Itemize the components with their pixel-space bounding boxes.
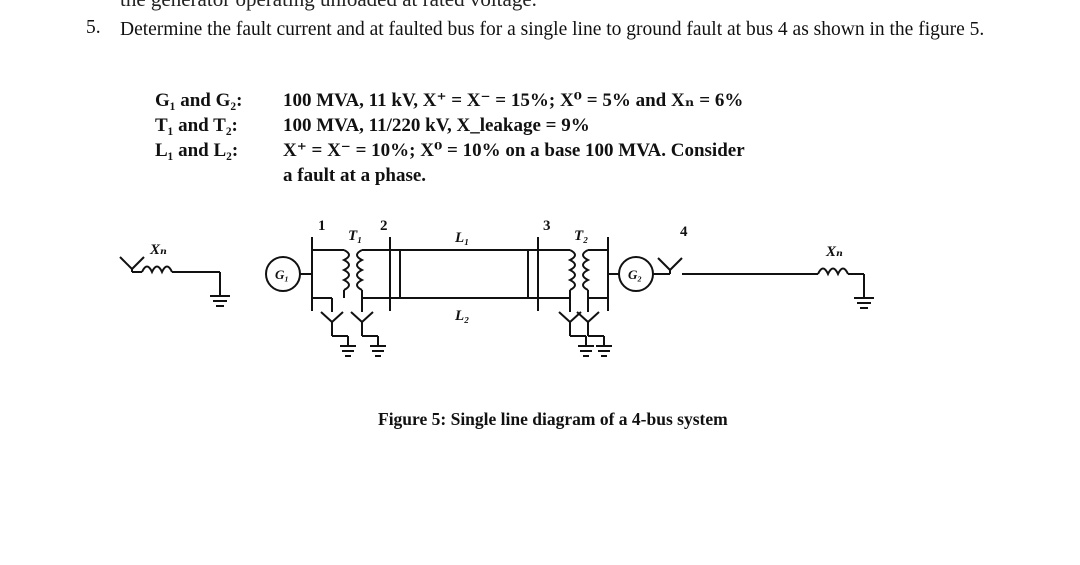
bus-label-2: 2: [380, 218, 388, 234]
bus-label-4: 4: [680, 224, 688, 240]
neutral-label-right: Xₙ: [825, 244, 843, 260]
neutral-label-left: Xₙ: [149, 242, 167, 258]
right-neutral-reactance: [657, 257, 874, 309]
question-text: Determine the fault current and at fault…: [120, 19, 985, 40]
generator-g1-label: G₁: [275, 267, 289, 282]
transformer-t1-symbol: [332, 249, 374, 312]
given-value: 100 MVA, 11/220 kV, X_leakage = 9%: [283, 115, 590, 136]
figure-caption: Figure 5: Single line diagram of a 4-bus…: [378, 409, 728, 429]
given-label: G₁ and G₂:: [155, 90, 243, 111]
question-number: 5.: [86, 17, 101, 38]
transformer-t1-label: T₁: [348, 228, 362, 244]
given-label: T₁ and T₂:: [155, 115, 238, 136]
line-l1-label: L₁: [454, 230, 469, 246]
given-value: 100 MVA, 11 kV, X⁺ = X⁻ = 15%; X⁰ = 5% a…: [283, 90, 744, 111]
line-l2-label: L₂: [454, 308, 469, 324]
given-value: X⁺ = X⁻ = 10%; X⁰ = 10% on a base 100 MV…: [283, 140, 745, 161]
transformer-t2-symbol: [558, 249, 608, 312]
cut-off-previous-line: the generator operating unloaded at rate…: [120, 0, 537, 12]
given-label: L₁ and L₂:: [155, 140, 239, 161]
transformer-t2-label: T₂: [574, 228, 588, 244]
single-line-diagram: Xₙ G₁ 1 T₁ 2 L₁ L₂ 3 T₂ 4 G₂ Xₙ: [119, 218, 874, 357]
lines-l1-l2: [399, 249, 529, 299]
bus-label-1: 1: [318, 218, 326, 234]
left-neutral-reactance: [119, 256, 230, 307]
ground-connections: [320, 311, 612, 357]
generator-g2-label: G₂: [628, 267, 642, 282]
bus-label-3: 3: [543, 218, 551, 234]
given-value: a fault at a phase.: [283, 165, 427, 186]
